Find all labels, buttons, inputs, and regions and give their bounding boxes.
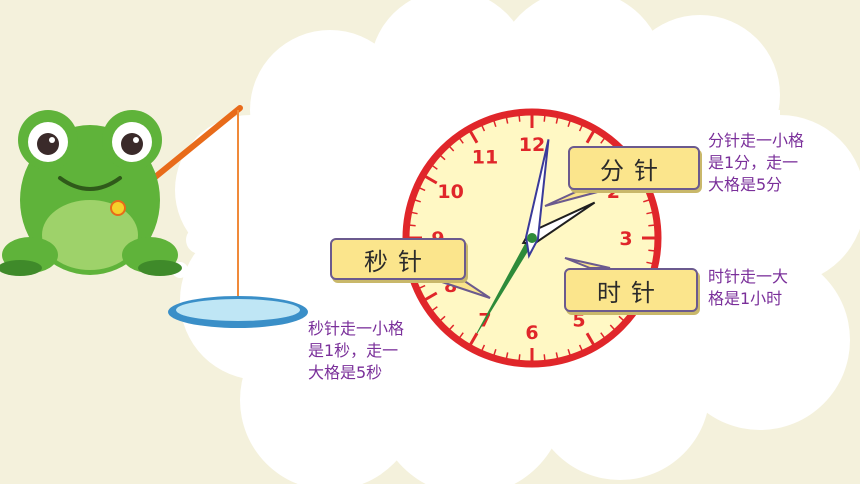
clock-minute-tick [555,352,559,359]
clock-minute-tick [600,332,605,338]
clock-number-3: 3 [619,228,632,250]
clock-minute-tick [449,324,455,330]
clock-minute-tick [648,249,655,252]
clock-minute-tick [648,224,655,227]
clock-minute-tick [481,125,486,132]
clock-minute-tick [518,354,521,361]
clock-minute-tick [600,138,605,144]
pond-illustration [168,296,308,328]
hour-hand [521,201,596,245]
clock-minute-tick [481,344,486,351]
clock-minute-tick [646,211,653,215]
clock-minute-tick [555,117,559,124]
clock-minute-tick [567,349,571,356]
clock-number-5: 5 [572,309,585,331]
minute-note-line: 是1分，走一 [708,153,799,172]
clock-minute-tick [419,284,426,289]
minute-label-pointer [544,189,606,207]
hour-hand-label: 时针 [564,268,698,312]
clock-minute-tick [609,324,615,330]
clock-minute-tick [414,199,421,203]
clock-minute-tick [440,315,446,321]
clock-minute-tick [567,120,571,127]
clock-minute-tick [459,138,464,144]
clock-minute-tick [449,146,455,152]
clock-minute-tick [411,211,418,215]
clock-hour-tick [469,130,479,144]
clock-minute-tick [518,115,521,122]
second-note-line: 秒针走一小格 [308,319,405,338]
clock-minute-tick [432,165,438,170]
clock-hour-tick [469,332,479,346]
clock-minute-tick [543,115,546,122]
clock-minute-tick [432,306,438,311]
clock-minute-tick [493,120,497,127]
minute-note-line: 大格是5分 [708,175,783,194]
clock-minute-tick [505,352,509,359]
clock-minute-tick [578,125,583,132]
minute-hand-note: 分针走一小格 是1分，走一 大格是5分 [708,130,804,196]
hour-note-line: 格是1小时 [708,289,783,308]
second-hand-label: 秒针 [330,238,466,280]
minute-note-line: 分针走一小格 [708,131,805,150]
clock-number-11: 11 [472,147,498,169]
hour-hand-note: 时针走一大 格是1小时 [708,266,788,310]
clock-hour-tick [585,130,595,144]
clock-minute-tick [643,199,650,203]
second-note-line: 是1秒，走一 [308,341,399,360]
clock-number-10: 10 [437,181,463,203]
clock-minute-tick [505,117,509,124]
second-hand-note: 秒针走一小格 是1秒，走一 大格是5秒 [308,318,404,384]
clock-number-12: 12 [519,134,545,156]
hour-note-line: 时针走一大 [708,267,789,286]
clock-minute-tick [459,332,464,338]
clock-minute-tick [578,344,583,351]
clock-minute-tick [618,315,624,321]
minute-hand [525,139,550,259]
minute-hand-label: 分针 [568,146,700,190]
clock-minute-tick [493,349,497,356]
clock-hour-tick [585,332,595,346]
clock-minute-tick [543,354,546,361]
clock-minute-tick [409,224,416,227]
clock-minute-tick [646,261,653,265]
clock-hub [527,233,537,243]
clock-hour-tick [424,175,438,185]
clock-minute-tick [419,187,426,192]
clock-minute-tick [440,155,446,161]
clock-number-6: 6 [525,322,538,344]
second-note-line: 大格是5秒 [308,363,383,382]
frog-illustration [0,105,243,310]
clock-hands [476,139,596,334]
clock-hour-tick [424,291,438,301]
